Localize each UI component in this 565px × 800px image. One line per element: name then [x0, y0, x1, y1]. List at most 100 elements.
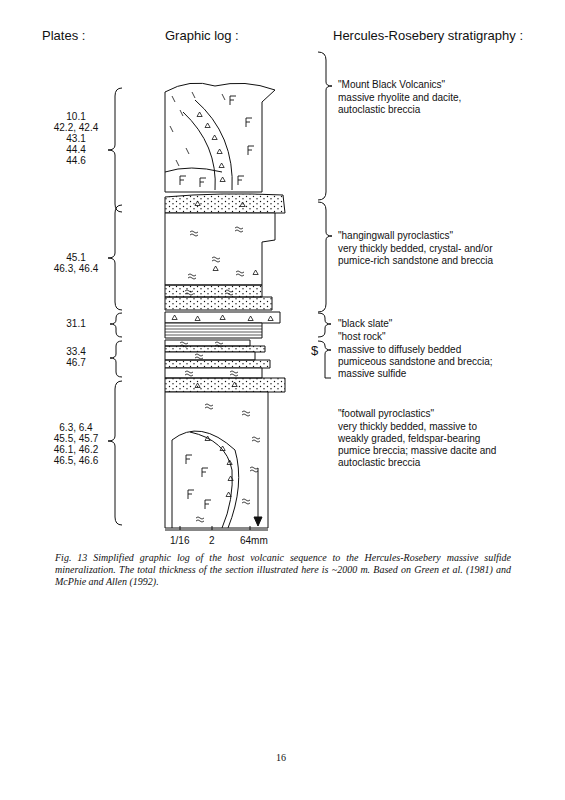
- log-stroke: [176, 160, 179, 166]
- log-stroke: [254, 517, 262, 526]
- log-stroke: [202, 468, 208, 477]
- log-stroke: [165, 213, 275, 285]
- unit-description: massive rhyolite and dacite, autoclastic…: [338, 92, 498, 116]
- plate-number: 10.1: [36, 111, 116, 123]
- log-stroke: [186, 148, 189, 154]
- log-stroke: [258, 468, 259, 518]
- log-stroke: [170, 126, 173, 132]
- log-stroke: [165, 83, 275, 192]
- left-brackets: [108, 88, 122, 525]
- log-stroke: [220, 177, 225, 182]
- log-stroke: [252, 437, 260, 442]
- log-stroke: [217, 149, 222, 154]
- log-stroke: [186, 455, 192, 464]
- log-stroke: [205, 500, 211, 509]
- log-stroke: [240, 202, 245, 207]
- log-stroke: [205, 436, 210, 441]
- log-stroke: [192, 92, 195, 98]
- plate-number: 31.1: [36, 318, 116, 330]
- unit-description: very thickly bedded, crystal- and/or pum…: [338, 243, 498, 267]
- plate-number: 46.7: [36, 357, 116, 369]
- log-stroke: [195, 201, 200, 206]
- mineralization-symbol: $: [311, 343, 318, 358]
- column-header: Plates :: [42, 28, 85, 43]
- log-stroke: [180, 176, 186, 185]
- plate-number: 6.3, 6.4: [36, 422, 116, 434]
- unit-description: massive to diffusely bedded pumiceous sa…: [338, 344, 498, 380]
- plate-number: 46.3, 46.4: [36, 263, 116, 275]
- log-stroke: [195, 100, 232, 190]
- unit-name: "black slate": [338, 318, 392, 330]
- lithology-symbols: [170, 92, 273, 522]
- log-stroke: [180, 110, 183, 116]
- log-stroke: [108, 88, 122, 212]
- log-stroke: [190, 432, 232, 528]
- log-stroke: [219, 163, 224, 168]
- log-stroke: [248, 316, 253, 321]
- plate-number: 45.1: [36, 252, 116, 264]
- unit-description: very thickly bedded, massive to weakly g…: [338, 421, 498, 469]
- plate-number: 44.6: [36, 155, 116, 167]
- log-stroke: [165, 352, 255, 360]
- log-stroke: [248, 146, 254, 155]
- log-stroke: [232, 382, 237, 387]
- column-header: Graphic log :: [165, 28, 239, 43]
- log-stroke: [212, 526, 213, 530]
- log-stroke: [246, 118, 252, 127]
- log-stroke: [318, 341, 331, 378]
- log-stroke: [165, 368, 262, 378]
- log-stroke: [183, 112, 215, 190]
- log-stroke: [195, 316, 200, 321]
- scale-label: 2: [209, 535, 215, 547]
- unit-name: "Mount Black Volcanics": [338, 79, 445, 91]
- log-stroke: [180, 526, 181, 530]
- page-number: 16: [276, 752, 286, 764]
- log-stroke: [165, 340, 250, 346]
- log-stroke: [318, 313, 331, 337]
- log-stroke: [200, 178, 206, 187]
- log-stroke: [172, 431, 239, 528]
- log-stroke: [235, 227, 243, 232]
- log-stroke: [250, 526, 251, 530]
- log-stroke: [165, 360, 270, 368]
- log-stroke: [242, 499, 250, 504]
- log-stroke: [226, 492, 231, 497]
- log-stroke: [215, 342, 223, 347]
- log-stroke: [238, 176, 244, 185]
- figure-caption: Fig. 13 Simplified graphic log of the ho…: [55, 552, 511, 588]
- log-stroke: [165, 312, 280, 323]
- log-stroke: [213, 266, 218, 271]
- log-stroke: [165, 378, 285, 392]
- log-stroke: [180, 342, 188, 347]
- log-stroke: [172, 315, 177, 320]
- plate-number: 46.1, 46.2: [36, 444, 116, 456]
- scale-label: 1/16: [170, 535, 189, 547]
- column-header: Hercules-Rosebery stratigraphy :: [333, 28, 523, 43]
- log-stroke: [250, 467, 258, 472]
- log-stroke: [165, 332, 262, 333]
- log-stroke: [172, 96, 175, 102]
- log-stroke: [188, 274, 196, 279]
- log-stroke: [110, 341, 122, 377]
- log-stroke: [230, 96, 236, 105]
- log-stroke: [185, 371, 193, 376]
- log-stroke: [318, 52, 332, 200]
- unit-name: "host rock": [338, 331, 386, 343]
- unit-name: "hangingwall pyroclastics": [338, 230, 453, 242]
- log-stroke: [228, 476, 233, 481]
- log-stroke: [196, 517, 204, 522]
- log-stroke: [195, 383, 200, 388]
- plate-number: 44.4: [36, 144, 116, 156]
- log-stroke: [108, 381, 122, 525]
- log-stroke: [185, 290, 193, 295]
- log-stroke: [197, 112, 202, 117]
- log-stroke: [165, 335, 262, 336]
- log-stroke: [220, 315, 225, 320]
- log-stroke: [190, 231, 198, 236]
- scale-label: 64mm: [240, 535, 268, 547]
- log-stroke: [165, 392, 268, 528]
- log-stroke: [108, 205, 122, 310]
- plate-number: 45.5, 45.7: [36, 433, 116, 445]
- log-stroke: [188, 490, 194, 499]
- log-stroke: [318, 202, 332, 312]
